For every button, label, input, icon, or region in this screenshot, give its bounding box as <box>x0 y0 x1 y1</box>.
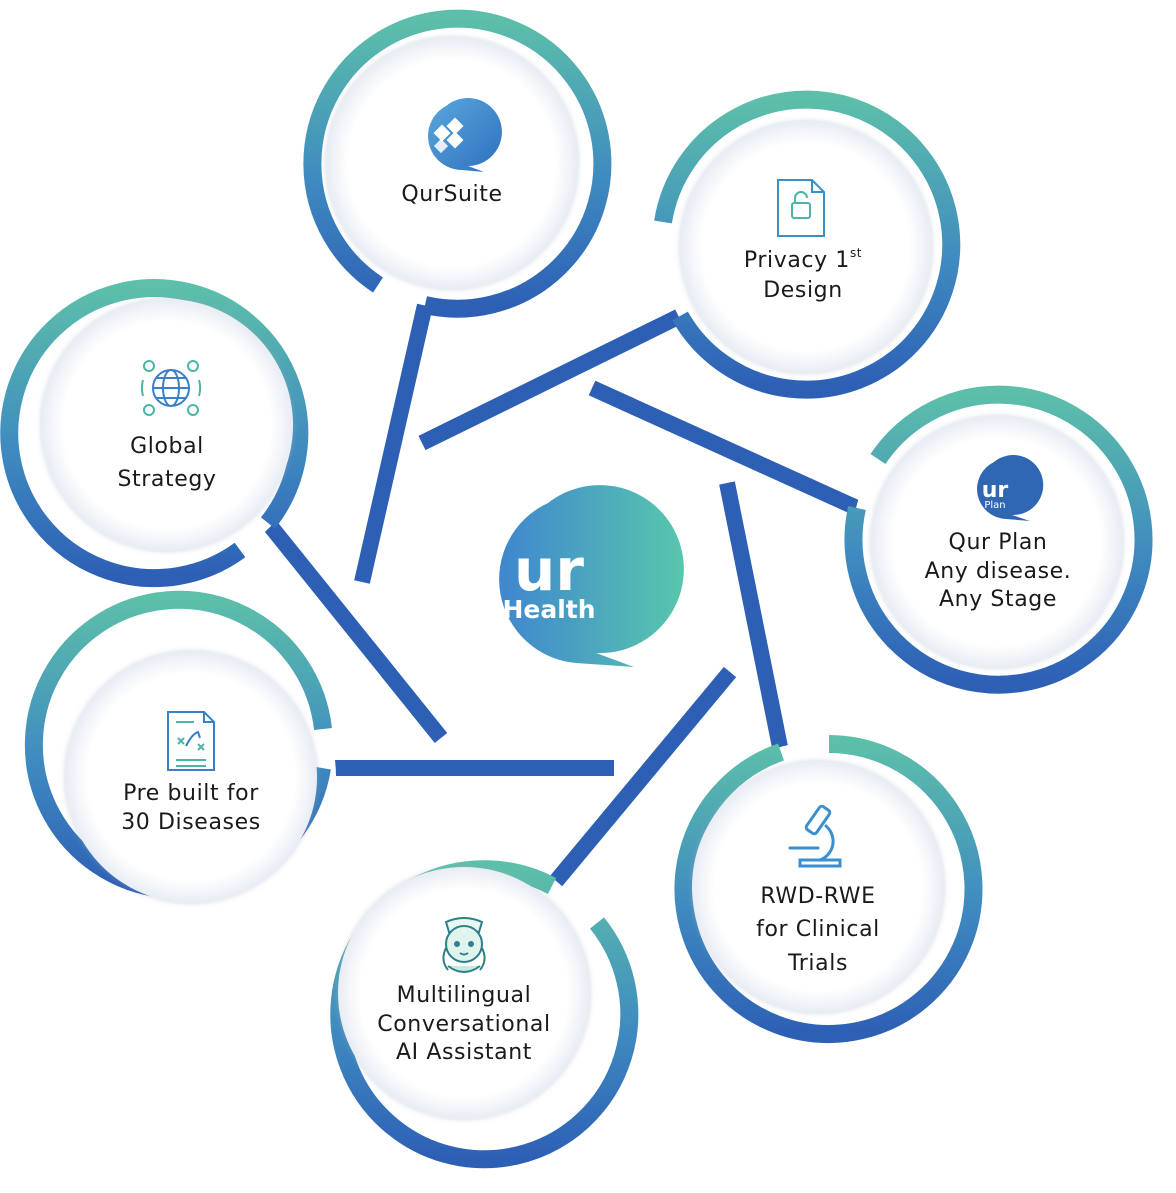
node-inner <box>692 761 944 1013</box>
nurse-avatar-icon <box>442 917 486 973</box>
node-inner <box>338 867 590 1119</box>
logo-bubble <box>499 485 684 667</box>
global-line1: Global <box>130 434 204 459</box>
privacy-line1: Privacy 1st <box>743 246 863 273</box>
label-assistant: Multilingual Conversational AI Assistant <box>334 982 594 1068</box>
connector-lines <box>261 303 861 892</box>
connector-rwd <box>719 481 789 754</box>
node-ring-arc <box>0 279 309 588</box>
logo-health: Health <box>502 595 595 624</box>
node-qurplan[interactable]: ur Plan <box>844 385 1153 694</box>
node-diseases[interactable] <box>24 590 336 922</box>
cubes-chat-icon <box>428 98 502 172</box>
label-diseases: Pre built for 30 Diseases <box>81 780 301 837</box>
label-privacy: Privacy 1st Design <box>703 246 903 306</box>
document-lock-icon <box>777 179 825 237</box>
qurplan-line1: Qur Plan <box>948 530 1048 555</box>
connector-qurplan <box>588 380 861 516</box>
connector-privacy <box>418 308 684 451</box>
rwd-line2: for Clinical <box>756 917 880 943</box>
label-rwd: RWD-RWE for Clinical Trials <box>708 880 928 980</box>
node-ring-arc <box>674 735 983 1043</box>
node-qursuite[interactable] <box>303 9 612 318</box>
assistant-line2: Conversational <box>377 1011 551 1037</box>
svg-text:ur: ur <box>982 478 1009 503</box>
global-line2: Strategy <box>117 467 217 493</box>
label-qursuite: QurSuite <box>352 180 552 210</box>
node-rwd[interactable] <box>673 735 983 1043</box>
assistant-line1: Multilingual <box>396 983 532 1008</box>
qursuite-label: QurSuite <box>401 182 503 207</box>
node-global[interactable] <box>0 279 312 588</box>
label-global: Global Strategy <box>67 430 267 497</box>
label-qurplan: Qur Plan Any disease. Any Stage <box>888 529 1108 615</box>
diseases-line1: Pre built for <box>123 781 259 806</box>
node-inner <box>65 651 317 903</box>
connector-assistant <box>545 666 737 892</box>
node-ring-arc <box>844 385 1153 694</box>
node-assistant[interactable] <box>319 848 639 1169</box>
urplan-chat-icon: ur Plan <box>977 455 1044 521</box>
connector-global <box>261 517 448 744</box>
node-inner <box>871 416 1123 668</box>
qurplan-line2: Any disease. <box>924 558 1072 584</box>
center-logo: ur Health <box>499 485 684 667</box>
diseases-line2: 30 Diseases <box>121 809 261 835</box>
rwd-line3: Trials <box>787 950 849 976</box>
qurplan-line3: Any Stage <box>939 587 1057 613</box>
svg-text:Plan: Plan <box>984 500 1005 511</box>
rwd-line1: RWD-RWE <box>760 884 876 909</box>
node-ring-arc <box>303 9 612 318</box>
node-inner <box>41 299 293 551</box>
microscope-icon <box>788 804 842 868</box>
strategy-board-icon <box>167 711 215 771</box>
privacy-sup: st <box>849 246 863 260</box>
globe-network-icon <box>140 360 202 416</box>
node-ring-arc <box>654 90 961 399</box>
assistant-line3: AI Assistant <box>396 1040 532 1066</box>
privacy-line2: Design <box>763 277 843 303</box>
connector-qursuite <box>354 303 433 584</box>
node-inner <box>680 121 932 373</box>
logo-ur: ur <box>514 536 584 604</box>
node-privacy[interactable] <box>654 90 961 399</box>
